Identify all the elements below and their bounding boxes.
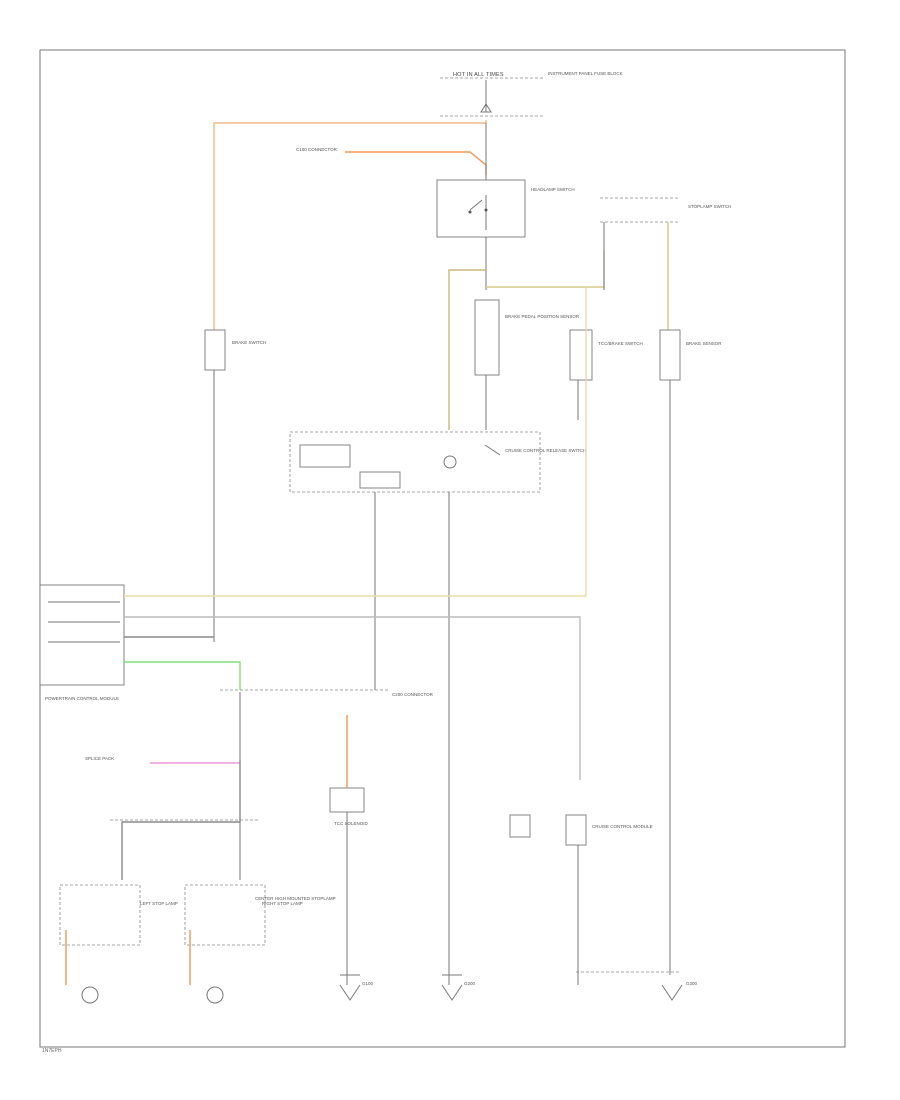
- ground-2-label: G200: [464, 981, 476, 986]
- splice-label: SPLICE PACK: [85, 756, 114, 761]
- cruise-control-module: CRUISE CONTROL MODULE: [509, 814, 653, 985]
- wire-lamps-split: [121, 760, 241, 880]
- headlamp-switch: HEADLAMP SWITCH: [436, 179, 575, 238]
- wire-gray-pcm: [124, 616, 581, 780]
- wire-orange-headlamp: [345, 151, 487, 175]
- brake-pedal-sensor: BRAKE PEDAL POSITION SENSOR: [474, 299, 580, 430]
- tcc-solenoid-label: TCC SOLENOID: [334, 821, 369, 826]
- pcm-label: POWERTRAIN CONTROL MODULE: [45, 696, 119, 701]
- tcc-switch-label: TCC/BRAKE SWITCH: [598, 341, 643, 346]
- brake-switch: BRAKE SWITCH: [204, 329, 266, 642]
- stoplamp-switch-label: STOPLAMP SWITCH: [688, 204, 731, 209]
- headlamp-connector-label: C100 CONNECTOR: [296, 147, 338, 152]
- chmsl-label: CENTER HIGH MOUNTED STOPLAMP: [255, 896, 336, 901]
- cruise-module-label: CRUISE CONTROL MODULE: [592, 824, 653, 829]
- ground-1: G100: [339, 974, 374, 1001]
- ground-1-label: G100: [362, 981, 374, 986]
- powertrain-control-module: POWERTRAIN CONTROL MODULE: [39, 584, 125, 701]
- left-lamp-label: LEFT STOP LAMP: [140, 901, 178, 906]
- wire-olive-top: [448, 269, 486, 320]
- wire-yellow-pcm: [124, 287, 587, 597]
- fuse-block: HOT IN ALL TIMES INSTRUMENT PANEL FUSE B…: [440, 71, 623, 117]
- brake-switch-label: BRAKE SWITCH: [232, 340, 266, 345]
- cruise-release-switch: CRUISE CONTROL RELEASE SWITCH: [289, 431, 586, 493]
- tcc-solenoid: TCC SOLENOID: [329, 715, 369, 985]
- cruise-switch-label: CRUISE CONTROL RELEASE SWITCH: [505, 448, 586, 453]
- wire-orange-left: [213, 120, 487, 330]
- connector-2-label: C200 CONNECTOR: [392, 692, 434, 697]
- ground-3-label: G300: [686, 981, 698, 986]
- brake-pedal-label: BRAKE PEDAL POSITION SENSOR: [505, 314, 580, 319]
- left-stop-lamp: LEFT STOP LAMP: [59, 884, 178, 1004]
- fuse-block-title: HOT IN ALL TIMES: [453, 72, 504, 78]
- ground-3: G300: [576, 971, 698, 1001]
- brake-sensor: BRAKE SENSOR: [659, 329, 722, 381]
- electronic-switch: TCC/BRAKE SWITCH: [569, 329, 643, 420]
- footer-code: 1N7EPH: [42, 1048, 62, 1054]
- brake-sensor-label: BRAKE SENSOR: [686, 341, 722, 346]
- fuse-block-side-label: INSTRUMENT PANEL FUSE BLOCK: [548, 71, 623, 76]
- wire-olive-right: [486, 250, 605, 288]
- diagram-frame: [39, 49, 846, 1048]
- wire-green-pcm: [124, 661, 241, 690]
- right-lamp-label: RIGHT STOP LAMP: [262, 901, 303, 906]
- headlamp-switch-label: HEADLAMP SWITCH: [531, 187, 575, 192]
- ground-2: G200: [441, 974, 476, 1001]
- right-stop-lamp: RIGHT STOP LAMP: [184, 884, 303, 1004]
